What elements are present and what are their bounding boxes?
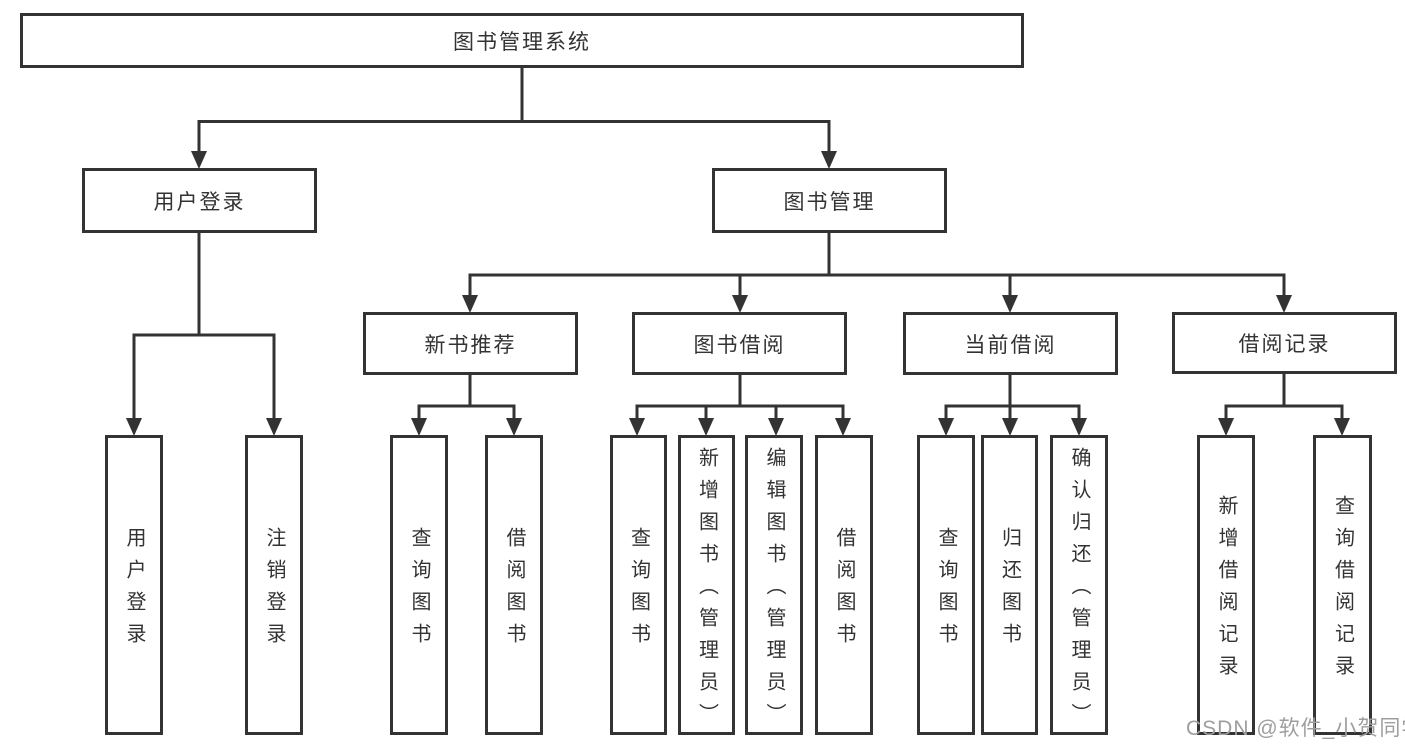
leaf-label: 查询图书 xyxy=(627,527,650,655)
node-user-login: 用户登录 xyxy=(82,168,317,233)
leaf-label: 新增图书（管理员） xyxy=(695,447,718,735)
node-current-borrow-label: 当前借阅 xyxy=(964,333,1057,357)
node-root-label: 图书管理系统 xyxy=(453,30,591,54)
node-book-borrow: 图书借阅 xyxy=(632,312,847,375)
node-new-book-recommend: 新书推荐 xyxy=(363,312,578,375)
node-current-borrow: 当前借阅 xyxy=(903,312,1118,375)
leaf-label: 编辑图书（管理员） xyxy=(763,447,785,735)
node-leaf-query-book-3: 查询图书 xyxy=(917,435,975,735)
leaf-label: 新增借阅记录 xyxy=(1215,495,1237,687)
leaf-label: 借阅图书 xyxy=(833,527,855,655)
node-leaf-borrow-book-1: 借阅图书 xyxy=(485,435,543,735)
leaf-label: 查询图书 xyxy=(408,527,430,655)
leaf-label: 归还图书 xyxy=(998,527,1021,655)
node-root: 图书管理系统 xyxy=(20,13,1024,68)
leaf-label: 用户登录 xyxy=(123,527,145,655)
node-book-management: 图书管理 xyxy=(712,168,947,233)
node-book-borrow-label: 图书借阅 xyxy=(693,333,786,357)
node-leaf-query-borrow-record: 查询借阅记录 xyxy=(1313,435,1372,735)
node-leaf-query-book-1: 查询图书 xyxy=(390,435,448,735)
node-leaf-add-book-admin: 新增图书（管理员） xyxy=(678,435,735,735)
node-leaf-user-login: 用户登录 xyxy=(105,435,163,735)
node-user-login-label: 用户登录 xyxy=(153,190,246,214)
node-book-management-label: 图书管理 xyxy=(783,190,876,214)
leaf-label: 注销登录 xyxy=(263,527,285,655)
leaf-label: 借阅图书 xyxy=(503,527,525,655)
node-leaf-return-book: 归还图书 xyxy=(981,435,1038,735)
arrowhead-down-icon xyxy=(126,151,1350,436)
leaf-label: 查询图书 xyxy=(935,527,957,655)
node-leaf-query-book-2: 查询图书 xyxy=(610,435,667,735)
leaf-label: 查询借阅记录 xyxy=(1331,495,1354,687)
node-leaf-edit-book-admin: 编辑图书（管理员） xyxy=(745,435,803,735)
leaf-label: 确认归还（管理员） xyxy=(1068,447,1090,735)
node-leaf-borrow-book-2: 借阅图书 xyxy=(815,435,873,735)
watermark-text: CSDN @软件_小贺同学 xyxy=(1186,717,1405,740)
node-leaf-confirm-return-admin: 确认归还（管理员） xyxy=(1050,435,1108,735)
node-leaf-add-borrow-record: 新增借阅记录 xyxy=(1197,435,1255,735)
node-new-book-recommend-label: 新书推荐 xyxy=(424,333,517,357)
node-leaf-logout: 注销登录 xyxy=(245,435,303,735)
node-borrow-records-label: 借阅记录 xyxy=(1238,333,1331,356)
node-borrow-records: 借阅记录 xyxy=(1172,312,1397,374)
